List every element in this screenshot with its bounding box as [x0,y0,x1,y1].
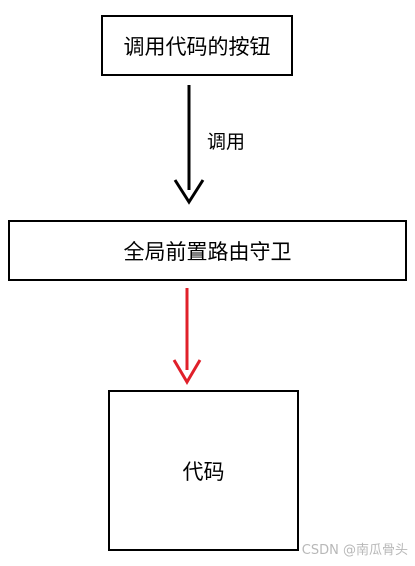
node-code: 代码 [108,390,299,551]
node-call-button-label: 调用代码的按钮 [123,34,271,59]
arrow-guard-head [172,359,202,385]
node-call-button: 调用代码的按钮 [101,15,293,76]
edge-call-label: 调用 [207,131,246,153]
watermark: CSDN @南瓜骨头 [301,543,408,558]
arrow-call-head [173,179,205,205]
node-global-before-guard: 全局前置路由守卫 [8,220,407,281]
node-global-before-guard-label: 全局前置路由守卫 [123,239,292,264]
node-code-label: 代码 [182,459,225,484]
